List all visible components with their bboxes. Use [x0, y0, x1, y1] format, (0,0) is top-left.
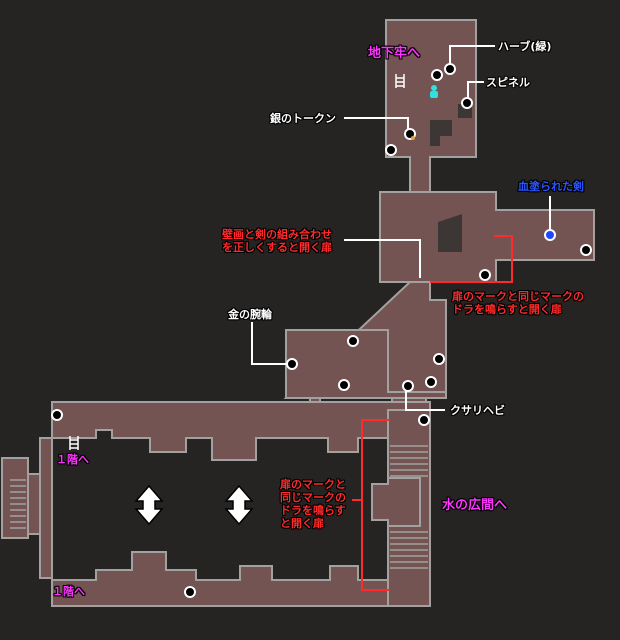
label-herb-green: ハーブ(緑) [498, 40, 552, 53]
label-to-dungeon: 地下牢へ [368, 46, 421, 61]
label-mural-door: 壁画と剣の組み合わせ を正しくすると開く扉 [222, 228, 332, 254]
label-spinel: スピネル [486, 76, 530, 89]
item-dot[interactable] [347, 335, 359, 347]
item-dot[interactable] [51, 409, 63, 421]
item-dot[interactable] [286, 358, 298, 370]
ladder-icon[interactable] [395, 74, 405, 88]
label-kusari-hebi: クサリヘビ [450, 404, 505, 417]
item-dot[interactable] [444, 63, 456, 75]
double-arrow-icon[interactable] [134, 484, 164, 526]
west-door [27, 473, 41, 535]
item-dot[interactable] [385, 144, 397, 156]
item-dot[interactable] [461, 97, 473, 109]
label-bloody-sword: 血塗られた剣 [518, 180, 584, 193]
item-dot[interactable] [418, 414, 430, 426]
item-dot[interactable] [184, 586, 196, 598]
item-dot[interactable] [338, 379, 350, 391]
item-dot[interactable] [479, 269, 491, 281]
label-door-mark-left: 扉のマークと 同じマークの ドラを鳴らす と開く扉 [280, 478, 346, 530]
typewriter-icon[interactable] [430, 85, 438, 98]
label-to-1f-upper: １階へ [56, 453, 89, 466]
obstacle-top [430, 120, 452, 146]
item-dot[interactable] [402, 380, 414, 392]
item-dot[interactable] [580, 244, 592, 256]
label-silver-token: 銀のトークン [270, 112, 336, 125]
label-to-water-hall: 水の広間へ [442, 498, 508, 513]
item-dot[interactable] [433, 353, 445, 365]
obstacle-middle [438, 214, 462, 252]
ladder-icon[interactable] [69, 436, 79, 450]
label-gold-bracelet: 金の腕輪 [228, 308, 272, 321]
double-arrow-icon[interactable] [224, 484, 254, 526]
item-dot[interactable] [431, 69, 443, 81]
room-mid-left [285, 329, 447, 399]
bloody-sword-dot[interactable] [544, 229, 556, 241]
label-door-mark-right: 扉のマークと同じマークの ドラを鳴らすと開く扉 [452, 290, 584, 316]
water-hall-door [371, 477, 421, 527]
label-to-1f-lower: １階へ [52, 585, 85, 598]
item-dot[interactable] [425, 376, 437, 388]
room-middle [379, 191, 595, 283]
